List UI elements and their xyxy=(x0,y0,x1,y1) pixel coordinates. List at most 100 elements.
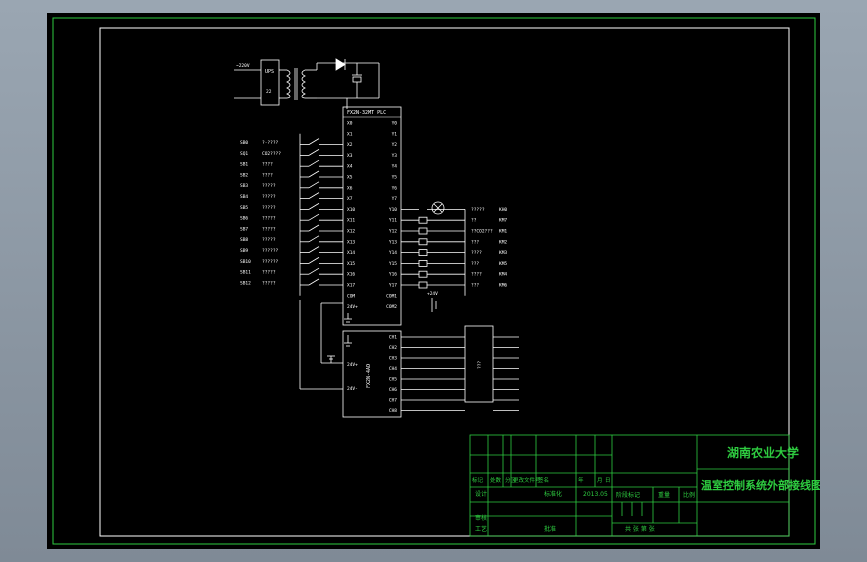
input-device-desc: ????? xyxy=(262,280,276,286)
transformer-primary xyxy=(286,69,291,99)
plc-output-label: Y14 xyxy=(389,250,397,256)
input-device-tag: SB4 xyxy=(240,194,248,200)
plc-output-label: Y10 xyxy=(389,207,397,213)
output-device-tag: KM6 xyxy=(499,283,507,289)
output-device-tag: KM1 xyxy=(499,229,507,235)
switch-contact-icon xyxy=(308,192,320,199)
wiring-diagram: ~220V UPS 22 FX2N-32MT PLC X0X1X2X3X4X5X… xyxy=(52,17,820,545)
title-block-scale: 比例 xyxy=(683,491,695,499)
title-block-designer: 设计 xyxy=(475,490,487,498)
ups-box xyxy=(260,59,280,106)
plc-output-label: Y12 xyxy=(389,229,397,235)
ad-channel-label: CH1 xyxy=(389,335,397,341)
switch-contact-icon xyxy=(308,213,320,221)
ad-supply-label: 24V+ xyxy=(347,362,358,368)
switch-contact-icon xyxy=(308,149,320,156)
switch-contact-icon xyxy=(308,224,320,232)
title-block-header: 更改文件号 xyxy=(513,476,541,484)
plc-input-label: X2 xyxy=(347,142,353,148)
output-device-tag: KM3 xyxy=(499,250,507,256)
plc-input-label: X1 xyxy=(347,131,353,137)
plc-input-label: X11 xyxy=(347,218,355,224)
title-block-header: 标记 xyxy=(472,476,484,484)
output-device-tag: KM2 xyxy=(499,239,507,245)
input-device-tag: SB3 xyxy=(240,183,248,189)
ups-sub-label: 22 xyxy=(266,89,272,95)
plc-output-label: Y7 xyxy=(392,196,398,202)
transformer-secondary xyxy=(301,69,306,99)
input-device-desc: ?????? xyxy=(262,259,279,265)
switch-contact-icon xyxy=(308,235,320,243)
switch-contact-icon xyxy=(308,138,320,145)
ups-label: UPS xyxy=(265,69,274,75)
plc-output-label: Y1 xyxy=(392,131,398,137)
relay-coil-icon xyxy=(418,259,428,267)
plc-input-label: X13 xyxy=(347,239,355,245)
output-supply-battery-icon xyxy=(431,298,437,312)
title-block-school: 湖南农业大学 xyxy=(727,445,799,460)
plc-output-label: COM2 xyxy=(386,304,397,310)
output-device-desc: ???? xyxy=(471,250,482,256)
sensor-label: ??? xyxy=(477,361,483,369)
input-device-tag: SB1 xyxy=(240,162,248,168)
input-device-tag: SB0 xyxy=(240,140,248,146)
title-block-drawing-title: 温室控制系统外部接线图 xyxy=(701,478,820,492)
plc-body xyxy=(342,106,402,326)
input-device-desc: ?????? xyxy=(262,248,279,254)
input-device-desc: CO2???? xyxy=(262,151,281,157)
input-device-desc: ???? xyxy=(262,172,273,178)
plc-input-label: X15 xyxy=(347,261,355,267)
plc-input-label: X7 xyxy=(347,196,353,202)
plc-output-label: Y0 xyxy=(392,121,398,127)
title-block-date: 2013.05 xyxy=(583,491,608,498)
output-device-tag: KM7 xyxy=(499,218,507,224)
plc-input-label: 24V+ xyxy=(347,304,358,310)
title-block-headers: 标记处数分区更改文件号签名年月日 xyxy=(472,476,611,484)
supply-label: ~220V xyxy=(236,63,250,69)
input-device-tag: SB8 xyxy=(240,237,248,243)
input-device-tag: SB10 xyxy=(240,259,251,265)
plc-output-label: Y15 xyxy=(389,261,397,267)
input-device-desc: ????? xyxy=(262,183,276,189)
plc-input-label: X3 xyxy=(347,153,353,159)
switch-contact-icon xyxy=(308,278,320,286)
output-device-desc: ??CO2??? xyxy=(471,229,493,235)
title-block-header: 年 xyxy=(578,476,584,484)
input-device-desc: ????? xyxy=(262,205,276,211)
outer-frame xyxy=(52,17,816,545)
input-device-desc: ?-???? xyxy=(262,140,279,146)
title-block-stage: 阶段标记 xyxy=(616,491,640,499)
ad-channel-label: CH6 xyxy=(389,387,397,393)
plc-input-label: X17 xyxy=(347,283,355,289)
ad-channel-label: CH8 xyxy=(389,408,397,414)
switch-contact-icon xyxy=(308,246,320,253)
title-block-header: 日 xyxy=(605,477,611,484)
plc-input-terminals: X0X1X2X3X4X5X6X7X10X11X12X13X14X15X16X17… xyxy=(347,121,358,311)
title-block-header: 签名 xyxy=(538,476,549,484)
plc-input-label: X5 xyxy=(347,175,353,181)
title-block-sheets: 共 张 第 张 xyxy=(625,525,655,533)
input-device-desc: ????? xyxy=(262,194,276,200)
input-device-tag: SB6 xyxy=(240,216,248,222)
title-block-process: 工艺 xyxy=(475,525,487,533)
plc-output-label: Y13 xyxy=(389,239,397,245)
title-block-approve: 批准 xyxy=(544,525,556,533)
input-device-desc: ???? xyxy=(262,162,273,168)
switch-contact-icon xyxy=(308,257,320,264)
plc-output-label: Y17 xyxy=(389,283,397,289)
switch-contact-icon xyxy=(308,159,320,167)
plc-input-label: X12 xyxy=(347,229,355,235)
relay-coil-icon xyxy=(418,227,428,235)
title-block-header: 分区 xyxy=(505,476,517,484)
title-block xyxy=(469,434,790,537)
power-supply-section xyxy=(234,58,380,109)
plc-output-label: Y4 xyxy=(392,164,398,170)
output-device-tag: KM5 xyxy=(499,261,507,267)
input-device-tag: SB2 xyxy=(240,172,248,178)
switch-contact-icon xyxy=(308,170,320,178)
input-device-desc: ????? xyxy=(262,270,276,276)
relay-coil-icon xyxy=(418,281,428,289)
